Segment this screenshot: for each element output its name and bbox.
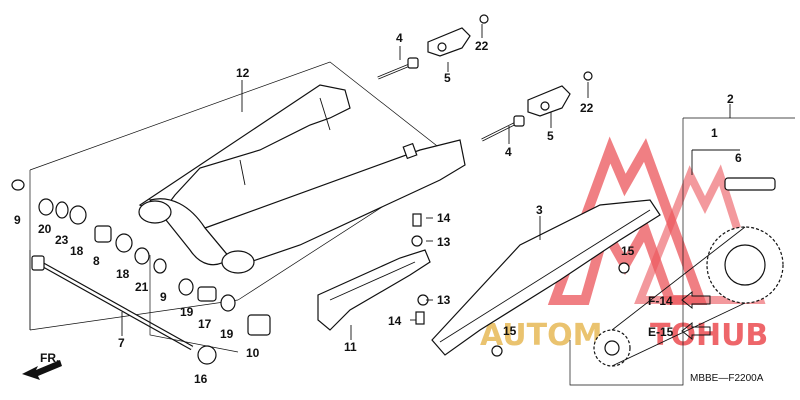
- ref-arrow-f14: F-14: [648, 290, 711, 310]
- callout-15a: 15: [621, 244, 635, 258]
- callout-17: 17: [198, 317, 212, 331]
- front-direction-arrow: FR.: [22, 351, 62, 380]
- callout-15b: 15: [503, 324, 517, 338]
- callout-14b: 14: [388, 314, 402, 328]
- callout-9b: 9: [160, 290, 167, 304]
- callout-5b: 5: [547, 129, 554, 143]
- chain-case: [431, 199, 661, 357]
- callout-12: 12: [236, 66, 250, 80]
- callout-10: 10: [246, 346, 260, 360]
- chain-adjusters: [377, 14, 593, 142]
- callout-6: 6: [735, 151, 742, 165]
- callout-18b: 18: [116, 267, 130, 281]
- callout-8: 8: [93, 254, 100, 268]
- ref-label-f14: F-14: [648, 294, 673, 308]
- watermark-logo: AUTOM TOHUB: [470, 136, 790, 353]
- callout-13b: 13: [437, 293, 451, 307]
- callout-19b: 19: [220, 327, 234, 341]
- callout-4a: 4: [396, 31, 403, 45]
- callout-11: 11: [344, 340, 357, 354]
- callout-20: 20: [38, 222, 52, 236]
- callout-1: 1: [711, 126, 718, 140]
- callout-7: 7: [118, 336, 125, 350]
- callout-22b: 22: [580, 101, 594, 115]
- callout-22a: 22: [475, 39, 489, 53]
- callout-16: 16: [194, 372, 208, 386]
- swingarm-group: [29, 61, 466, 331]
- pivot-hardware: [11, 179, 271, 365]
- callout-14a: 14: [437, 211, 451, 225]
- callout-5a: 5: [444, 71, 451, 85]
- front-label: FR.: [40, 351, 59, 365]
- callout-19a: 19: [180, 305, 194, 319]
- diagram-code: MBBE—F2200A: [690, 373, 764, 384]
- leader-lines: [121, 24, 731, 340]
- callout-4b: 4: [505, 145, 512, 159]
- callout-18a: 18: [70, 244, 84, 258]
- callout-9a: 9: [14, 213, 21, 227]
- ref-label-e15: E-15: [648, 325, 674, 339]
- callout-21: 21: [135, 280, 149, 294]
- callout-23: 23: [55, 233, 69, 247]
- callout-3: 3: [536, 203, 543, 217]
- drive-chain-kit: [569, 117, 795, 386]
- callout-2: 2: [727, 92, 734, 106]
- chain-slider: [317, 213, 431, 331]
- callout-13a: 13: [437, 235, 451, 249]
- ref-arrow-e15: E-15: [648, 321, 711, 341]
- callout-labels: 2 1 6 3 4 4 5 5 7 8 9 9 10 11 12 13 13 1…: [14, 31, 742, 386]
